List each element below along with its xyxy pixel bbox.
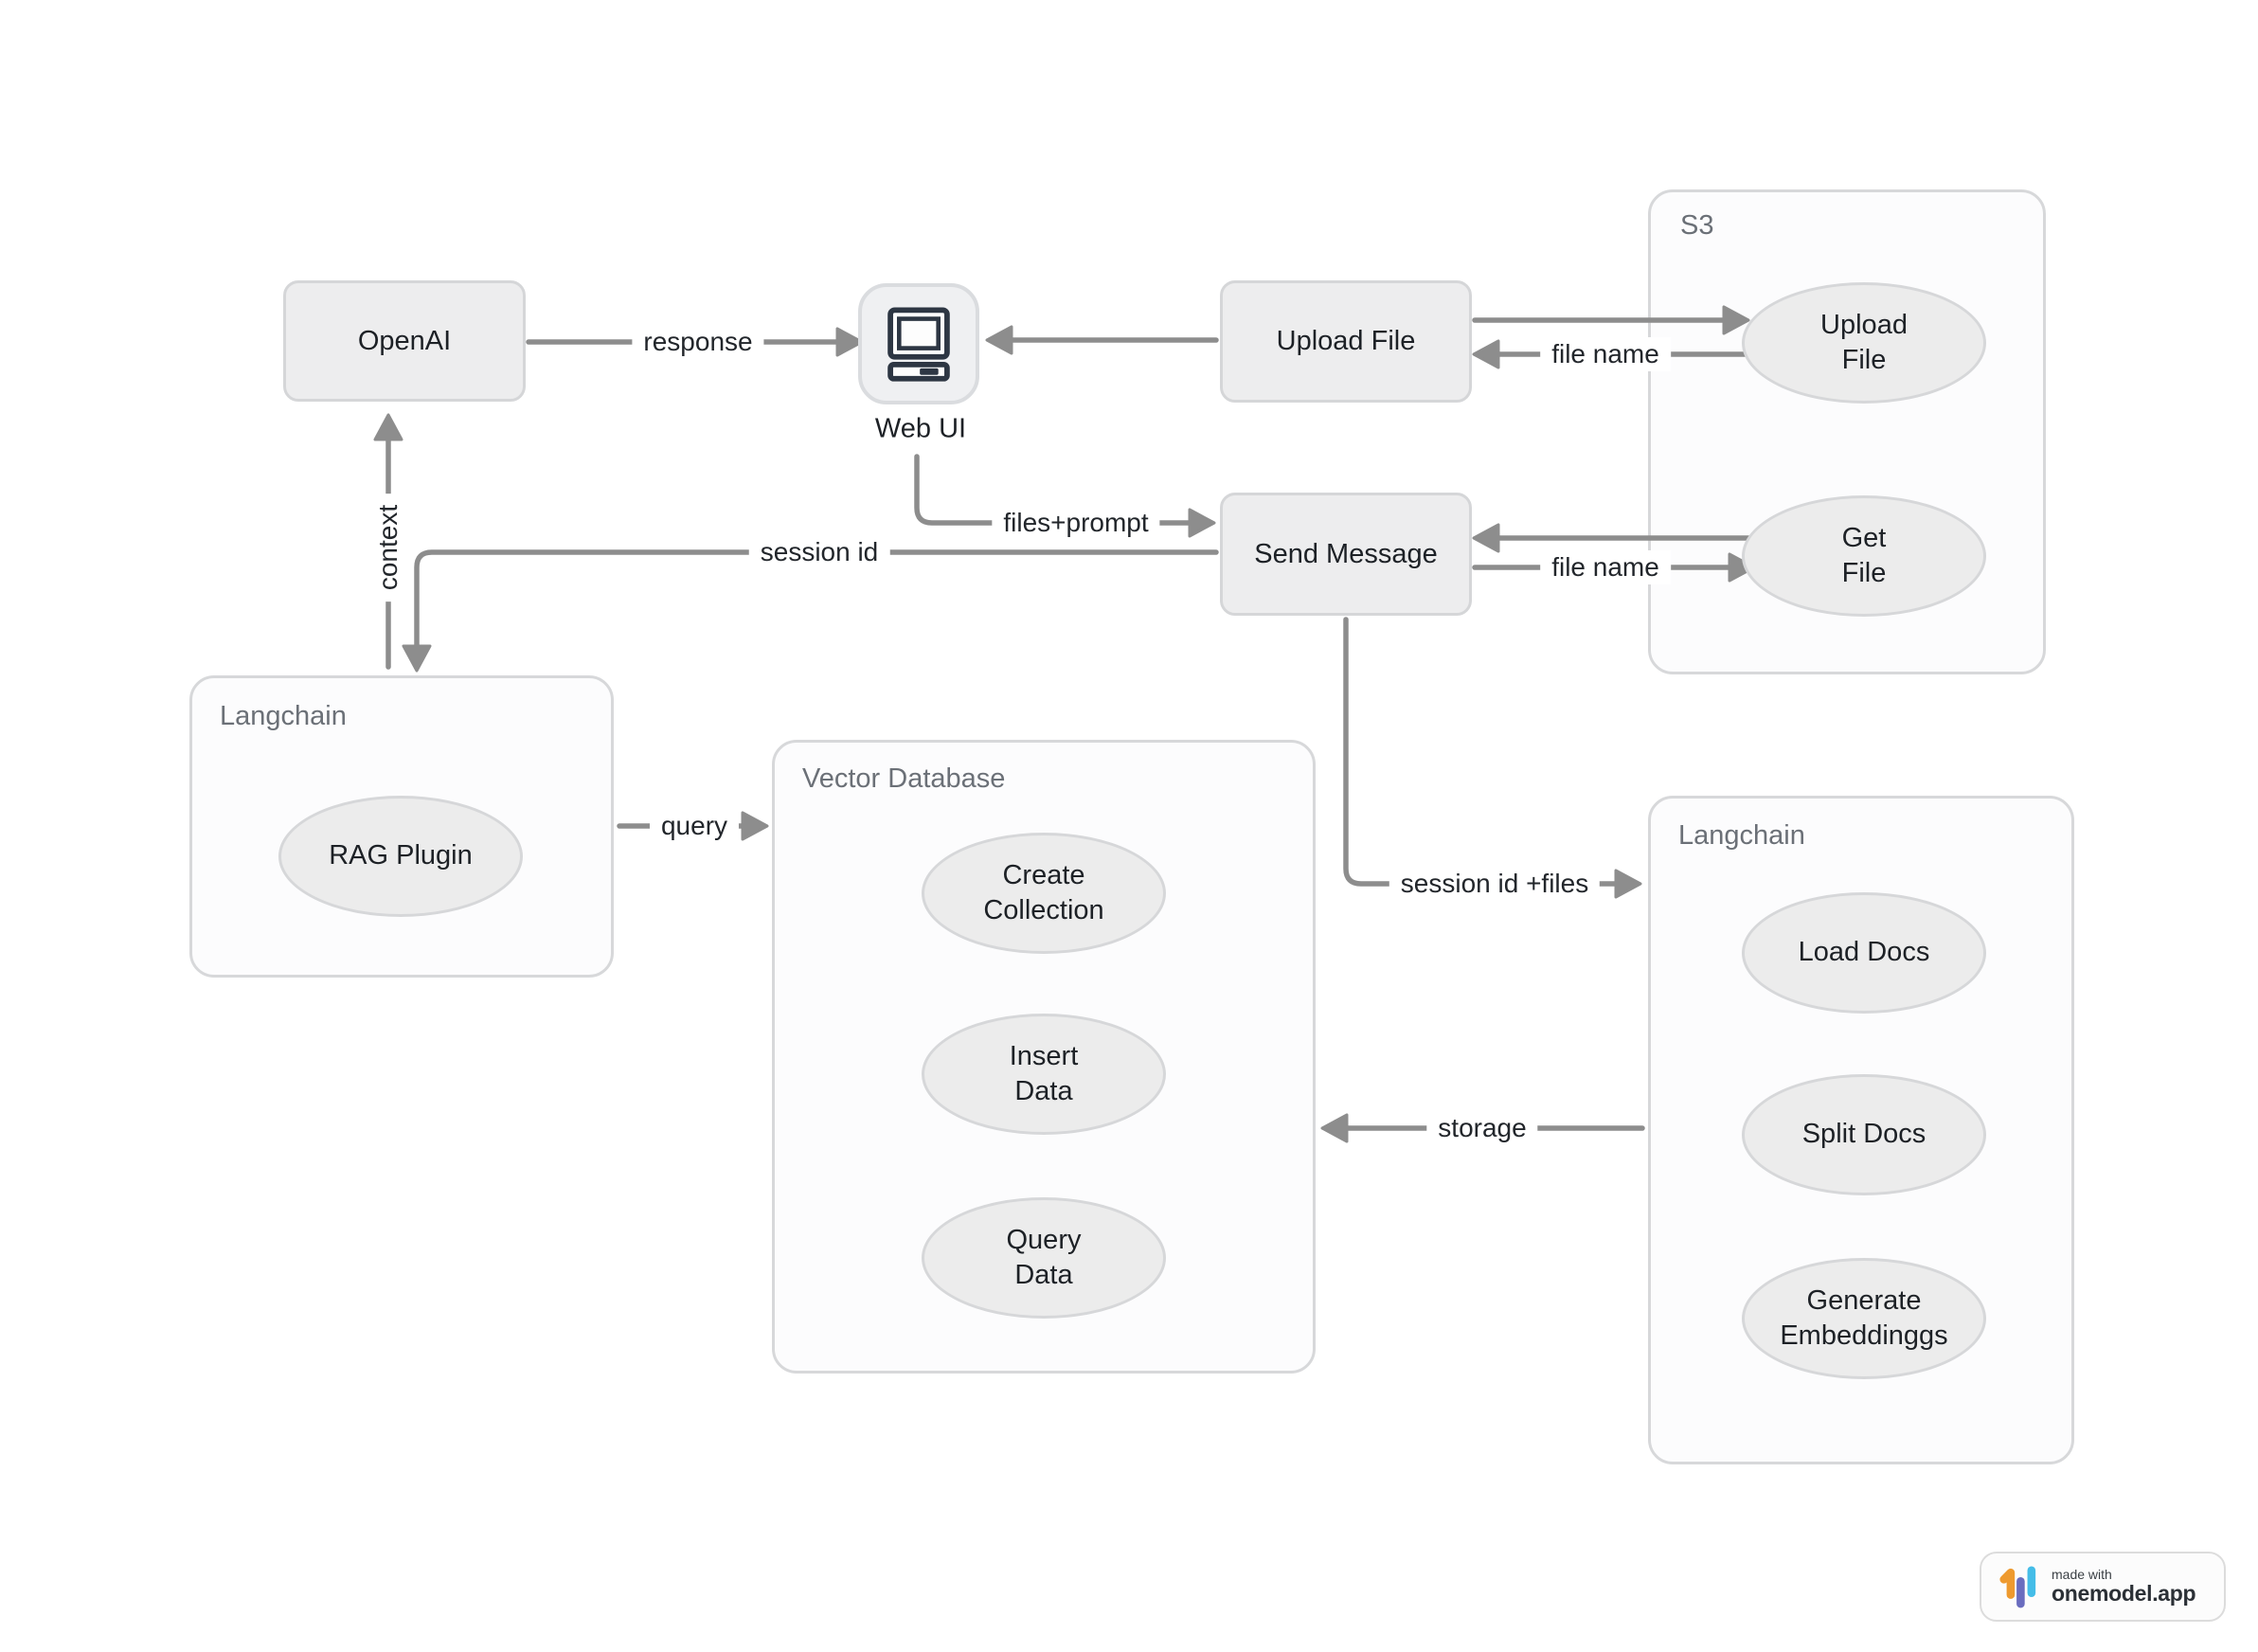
ellipse-s3-upload-file-line1: Upload: [1820, 309, 1908, 340]
ellipse-rag-plugin-label: RAG Plugin: [329, 840, 473, 871]
badge-made-with-text: made with: [2052, 1566, 2112, 1582]
ellipse-generate-embeddings[interactable]: Generate Embeddinggs: [1742, 1258, 1986, 1379]
ellipse-rag-plugin[interactable]: RAG Plugin: [278, 796, 523, 917]
ellipse-generate-embeddings-line2: Embeddinggs: [1780, 1320, 1948, 1351]
edge-label-session-id-files: session id +files: [1389, 867, 1601, 901]
arrowhead-response: [835, 327, 864, 357]
ellipse-query-data[interactable]: Query Data: [922, 1197, 1166, 1319]
onemodel-badge[interactable]: made with onemodel.app: [1980, 1552, 2226, 1622]
arrowhead-sessionid-files: [1614, 869, 1642, 899]
ellipse-insert-data-line2: Data: [1014, 1076, 1073, 1106]
edge-label-context: context: [371, 493, 405, 602]
node-send-message[interactable]: Send Message: [1220, 493, 1472, 616]
onemodel-logo-icon: [1999, 1566, 2036, 1608]
edge-label-storage: storage: [1426, 1111, 1538, 1145]
node-upload-file-label: Upload File: [1276, 326, 1416, 356]
edge-label-query: query: [649, 809, 740, 843]
container-langchain-left-label: Langchain: [220, 701, 347, 731]
container-langchain-right-label: Langchain: [1678, 820, 1805, 851]
ellipse-query-data-line2: Data: [1014, 1260, 1073, 1290]
ellipse-s3-upload-file[interactable]: Upload File: [1742, 282, 1986, 404]
ellipse-generate-embeddings-line1: Generate: [1806, 1284, 1922, 1316]
ellipse-create-collection-line2: Collection: [983, 895, 1104, 925]
arrowhead-filename-upload: [1472, 339, 1500, 369]
arrowhead-context: [373, 413, 403, 441]
ellipse-insert-data-line1: Insert: [1009, 1040, 1079, 1071]
ellipse-s3-get-file-line2: File: [1841, 558, 1887, 588]
ellipse-s3-get-file[interactable]: Get File: [1742, 495, 1986, 617]
ellipse-split-docs[interactable]: Split Docs: [1742, 1074, 1986, 1195]
edge-webui-to-sendmessage-line: [914, 454, 1194, 526]
edge-label-file-name-upload: file name: [1540, 337, 1671, 371]
node-web-ui-label: Web UI: [874, 413, 967, 444]
node-openai-label: OpenAI: [357, 325, 452, 356]
container-vector-database-label: Vector Database: [802, 763, 1006, 794]
node-openai[interactable]: OpenAI: [283, 280, 526, 402]
edge-sessionid-files-line: [1343, 617, 1619, 887]
badge-brand-text: onemodel.app: [2052, 1581, 2196, 1607]
arrowhead-session-id: [402, 644, 432, 673]
ellipse-query-data-line1: Query: [1006, 1224, 1082, 1255]
ellipse-create-collection[interactable]: Create Collection: [922, 833, 1166, 954]
ellipse-s3-get-file-line1: Get: [1841, 522, 1887, 553]
arrowhead-to-webui: [985, 325, 1013, 355]
node-web-ui[interactable]: [858, 283, 979, 404]
node-send-message-label: Send Message: [1254, 538, 1438, 569]
ellipse-insert-data[interactable]: Insert Data: [922, 1014, 1166, 1135]
arrowhead-to-s3upload: [1722, 305, 1750, 335]
edge-label-files-prompt: files+prompt: [992, 506, 1160, 540]
node-upload-file[interactable]: Upload File: [1220, 280, 1472, 403]
arrowhead-getfile-to-send: [1472, 523, 1500, 553]
ellipse-load-docs[interactable]: Load Docs: [1742, 892, 1986, 1014]
edge-label-response: response: [632, 325, 764, 359]
edge-label-session-id: session id: [748, 535, 890, 569]
ellipse-s3-upload-file-line2: File: [1841, 345, 1887, 375]
edge-session-id-line: [414, 549, 1219, 649]
container-s3-label: S3: [1680, 210, 1714, 241]
ellipse-load-docs-label: Load Docs: [1798, 937, 1930, 968]
arrowhead-query: [741, 811, 769, 841]
ellipse-create-collection-line1: Create: [1002, 859, 1085, 890]
edge-label-file-name-get: file name: [1540, 550, 1671, 584]
arrowhead-files-prompt: [1188, 508, 1216, 538]
computer-icon: [887, 307, 950, 382]
arrowhead-storage: [1320, 1113, 1349, 1143]
ellipse-split-docs-label: Split Docs: [1801, 1119, 1926, 1150]
